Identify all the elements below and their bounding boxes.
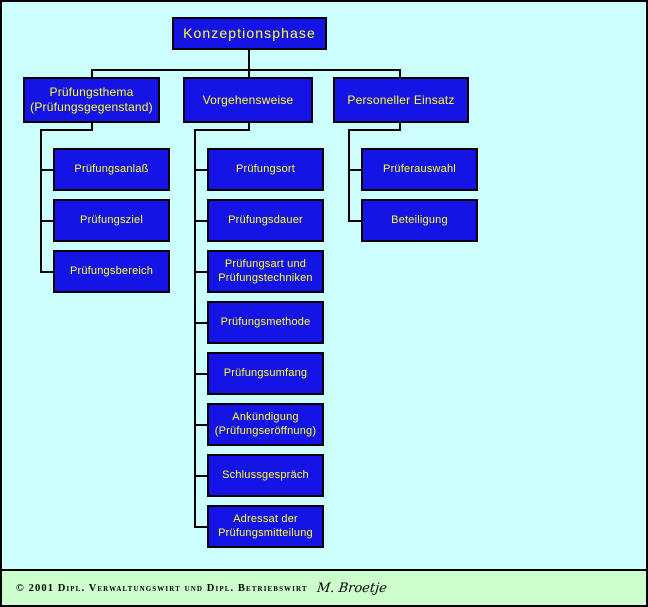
node-label: Schlussgespräch: [222, 468, 309, 481]
node-label: Prüfungsmethode: [220, 315, 311, 328]
connector-trunk-branch-3: [399, 123, 401, 131]
connector-horizontal-bus: [91, 69, 401, 71]
connector-trunk-vert-branch-1: [40, 129, 42, 272]
footer-bar: © 2001 Dipl. Verwaltungswirt und Dipl. B…: [2, 569, 646, 605]
node-pruefungsanlass[interactable]: Prüfungsanlaß: [53, 148, 170, 191]
node-label: Prüfungsbereich: [69, 264, 154, 277]
node-label: Prüfungsanlaß: [74, 162, 149, 175]
connector-stub-branch-3-child-2: [348, 220, 362, 222]
node-pruefungsziel[interactable]: Prüfungsziel: [53, 199, 170, 242]
connector-stub-branch-2-child-3: [194, 271, 208, 273]
connector-trunk-branch-2: [248, 123, 250, 131]
connector-trunk-vert-branch-3: [348, 129, 350, 221]
connector-stub-branch-1-child-2: [40, 220, 54, 222]
node-label: Prüfungsdauer: [228, 213, 303, 226]
node-pruefungsart-und-pruefungstechniken[interactable]: Prüfungsart und Prüfungstechniken: [207, 250, 324, 293]
connector-trunk-branch-1: [91, 123, 93, 131]
node-label: Vorgehensweise: [202, 92, 294, 107]
copyright-text: © 2001 Dipl. Verwaltungswirt und Dipl. B…: [16, 582, 308, 594]
node-konzeptionsphase[interactable]: Konzeptionsphase: [172, 17, 327, 50]
node-vorgehensweise[interactable]: Vorgehensweise: [183, 77, 313, 123]
node-label: Prüfungsthema (Prüfungsgegenstand): [30, 85, 153, 114]
connector-drop-branch-3: [399, 69, 401, 77]
connector-stub-branch-3-child-1: [348, 169, 362, 171]
node-personeller-einsatz[interactable]: Personeller Einsatz: [333, 77, 469, 123]
node-label: Ankündigung (Prüfungseröffnung): [214, 411, 317, 437]
node-label: Konzeptionsphase: [183, 24, 316, 41]
connector-drop-branch-2: [248, 69, 250, 77]
connector-stub-branch-2-child-6: [194, 424, 208, 426]
node-schlussgespraech[interactable]: Schlussgespräch: [207, 454, 324, 497]
node-label: Personeller Einsatz: [347, 92, 455, 107]
node-pruefungsdauer[interactable]: Prüfungsdauer: [207, 199, 324, 242]
node-label: Adressat der Prüfungsmitteilung: [218, 513, 313, 539]
connector-stub-branch-2-child-5: [194, 373, 208, 375]
node-label: Beteiligung: [391, 213, 448, 226]
connector-stub-branch-2-child-2: [194, 220, 208, 222]
connector-trunk-elbow-branch-1: [40, 129, 93, 131]
connector-stub-branch-2-child-4: [194, 322, 208, 324]
node-label: Prüfungsort: [235, 162, 296, 175]
connector-stub-branch-2-child-7: [194, 475, 208, 477]
node-pruefungsbereich[interactable]: Prüfungsbereich: [53, 250, 170, 293]
connector-drop-branch-1: [91, 69, 93, 77]
node-label: Prüfungsziel: [80, 213, 143, 226]
connector-trunk-vert-branch-2: [194, 129, 196, 527]
node-label: Prüferauswahl: [383, 162, 456, 175]
author-signature: M. Broetje: [315, 580, 388, 596]
connector-title-down: [248, 50, 250, 69]
node-pruefungsort[interactable]: Prüfungsort: [207, 148, 324, 191]
connector-trunk-elbow-branch-3: [348, 129, 401, 131]
node-label: Prüfungsumfang: [223, 366, 308, 379]
node-adressat-der-pruefungsmitteilung[interactable]: Adressat der Prüfungsmitteilung: [207, 505, 324, 548]
node-label: Prüfungsart und Prüfungstechniken: [218, 258, 313, 284]
connector-stub-branch-2-child-8: [194, 526, 208, 528]
node-pruefungsthema[interactable]: Prüfungsthema (Prüfungsgegenstand): [23, 77, 160, 123]
node-ankuendigung[interactable]: Ankündigung (Prüfungseröffnung): [207, 403, 324, 446]
connector-trunk-elbow-branch-2: [194, 129, 250, 131]
node-beteiligung[interactable]: Beteiligung: [361, 199, 478, 242]
connector-stub-branch-2-child-1: [194, 169, 208, 171]
connector-stub-branch-1-child-3: [40, 271, 54, 273]
org-chart: Konzeptionsphase Prüfungsthema (Prüfungs…: [2, 2, 646, 567]
node-prueferauswahl[interactable]: Prüferauswahl: [361, 148, 478, 191]
connector-stub-branch-1-child-1: [40, 169, 54, 171]
node-pruefungsumfang[interactable]: Prüfungsumfang: [207, 352, 324, 395]
node-pruefungsmethode[interactable]: Prüfungsmethode: [207, 301, 324, 344]
